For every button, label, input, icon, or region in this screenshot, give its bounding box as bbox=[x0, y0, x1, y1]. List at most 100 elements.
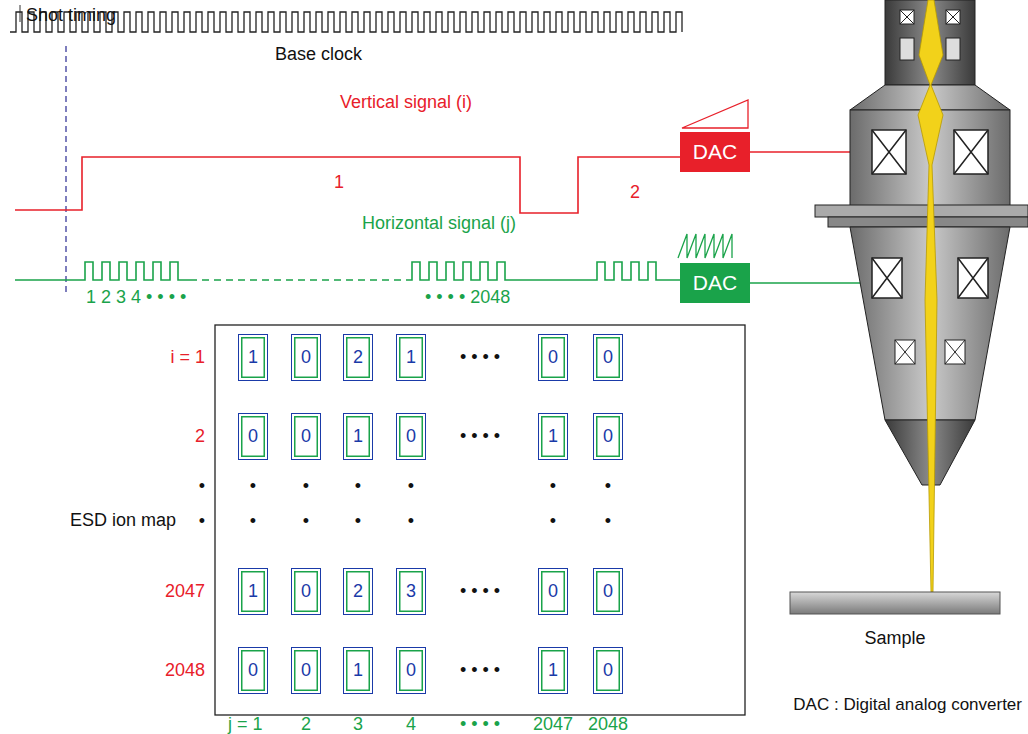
label: 2047 bbox=[533, 714, 573, 734]
node-text: 0 bbox=[301, 426, 311, 447]
label: • • • • bbox=[460, 347, 500, 367]
node-text: 0 bbox=[603, 660, 613, 681]
label: i = 1 bbox=[170, 347, 205, 367]
map-cell: 2 bbox=[343, 334, 373, 381]
node-text: 0 bbox=[248, 660, 258, 681]
node-text: 0 bbox=[548, 581, 558, 602]
label: • bbox=[303, 476, 309, 496]
node-text: 2 bbox=[353, 347, 363, 368]
dac-box: DAC bbox=[680, 132, 750, 172]
node-text: 0 bbox=[406, 426, 416, 447]
node-text: 0 bbox=[301, 581, 311, 602]
label: • bbox=[408, 511, 414, 531]
horizontal-signal bbox=[15, 262, 680, 280]
label: 2 bbox=[301, 714, 311, 734]
node-text: 0 bbox=[603, 347, 613, 368]
map-cell: 1 bbox=[538, 413, 568, 460]
label: • bbox=[303, 511, 309, 531]
label: • bbox=[605, 476, 611, 496]
node-text: 1 bbox=[548, 426, 558, 447]
map-cell: 3 bbox=[396, 568, 426, 615]
label: • bbox=[250, 476, 256, 496]
map-cell: 1 bbox=[343, 413, 373, 460]
node-text: 0 bbox=[248, 426, 258, 447]
electron-column bbox=[790, 0, 1028, 614]
label: • bbox=[250, 511, 256, 531]
label: 1 bbox=[334, 172, 344, 192]
label: Base clock bbox=[275, 44, 362, 64]
map-cell: 0 bbox=[291, 568, 321, 615]
node-text: 0 bbox=[301, 660, 311, 681]
map-cell: 0 bbox=[538, 334, 568, 381]
label: • bbox=[605, 511, 611, 531]
map-cell: 0 bbox=[396, 413, 426, 460]
label: 2047 bbox=[165, 581, 205, 601]
node-text: 0 bbox=[603, 581, 613, 602]
label: 1 2 3 4 • • • • bbox=[86, 287, 186, 307]
label: • • • • bbox=[460, 714, 500, 734]
map-cell: 0 bbox=[593, 413, 623, 460]
map-cell: 1 bbox=[538, 647, 568, 694]
map-cell: 1 bbox=[396, 334, 426, 381]
signal-wire bbox=[750, 282, 862, 284]
label: j = 1 bbox=[228, 714, 263, 734]
label: Horizontal signal (j) bbox=[362, 213, 516, 233]
label: 2048 bbox=[588, 714, 628, 734]
dac-box bbox=[680, 263, 750, 303]
map-cell: 0 bbox=[291, 334, 321, 381]
node-text: 1 bbox=[248, 347, 258, 368]
label: 3 bbox=[353, 714, 363, 734]
label: • bbox=[408, 476, 414, 496]
map-cell: 1 bbox=[238, 334, 268, 381]
map-cell: 1 bbox=[238, 568, 268, 615]
label: • bbox=[199, 511, 205, 531]
map-frame bbox=[215, 325, 745, 715]
dac-box: DAC bbox=[680, 263, 750, 303]
map-cell: 0 bbox=[593, 647, 623, 694]
node-text: DAC bbox=[693, 271, 737, 295]
label: • bbox=[550, 476, 556, 496]
map-cell: 0 bbox=[291, 413, 321, 460]
map-cell: 0 bbox=[593, 334, 623, 381]
node-text: 0 bbox=[406, 660, 416, 681]
label: • • • • 2048 bbox=[425, 287, 510, 307]
label: 2 bbox=[630, 182, 640, 202]
label: Sample bbox=[864, 628, 925, 648]
label: Shot timing bbox=[26, 5, 116, 25]
label: • bbox=[355, 511, 361, 531]
label: Vertical signal (i) bbox=[340, 92, 472, 112]
map-cell: 1 bbox=[343, 647, 373, 694]
label: • bbox=[199, 476, 205, 496]
node-text: 1 bbox=[548, 660, 558, 681]
node-text: 3 bbox=[406, 581, 416, 602]
map-cell: 2 bbox=[343, 568, 373, 615]
map-cell: 0 bbox=[238, 413, 268, 460]
node-text: 1 bbox=[406, 347, 416, 368]
vertical-signal bbox=[15, 157, 680, 213]
signal-wire bbox=[750, 151, 850, 153]
label: ESD ion map bbox=[70, 510, 176, 530]
map-cell: 0 bbox=[538, 568, 568, 615]
label: • • • • bbox=[460, 426, 500, 446]
ramp-symbol bbox=[682, 100, 748, 128]
node-text: 1 bbox=[353, 660, 363, 681]
label: 4 bbox=[406, 714, 416, 734]
node-text: DAC bbox=[693, 140, 737, 164]
label: 2 bbox=[195, 426, 205, 446]
label: • • • • bbox=[460, 581, 500, 601]
map-cell: 0 bbox=[593, 568, 623, 615]
node-text: 0 bbox=[301, 347, 311, 368]
shot-tick bbox=[20, 5, 21, 22]
map-cell: 0 bbox=[291, 647, 321, 694]
node-text: 1 bbox=[353, 426, 363, 447]
signal-gap bbox=[190, 279, 410, 281]
label: DAC : Digital analog converter bbox=[793, 695, 1022, 715]
map-cell: 0 bbox=[396, 647, 426, 694]
node-text: 0 bbox=[603, 426, 613, 447]
label: • bbox=[550, 511, 556, 531]
label: • • • • bbox=[460, 660, 500, 680]
node-text: 0 bbox=[548, 347, 558, 368]
shot-line bbox=[65, 46, 66, 296]
label: 2048 bbox=[165, 660, 205, 680]
